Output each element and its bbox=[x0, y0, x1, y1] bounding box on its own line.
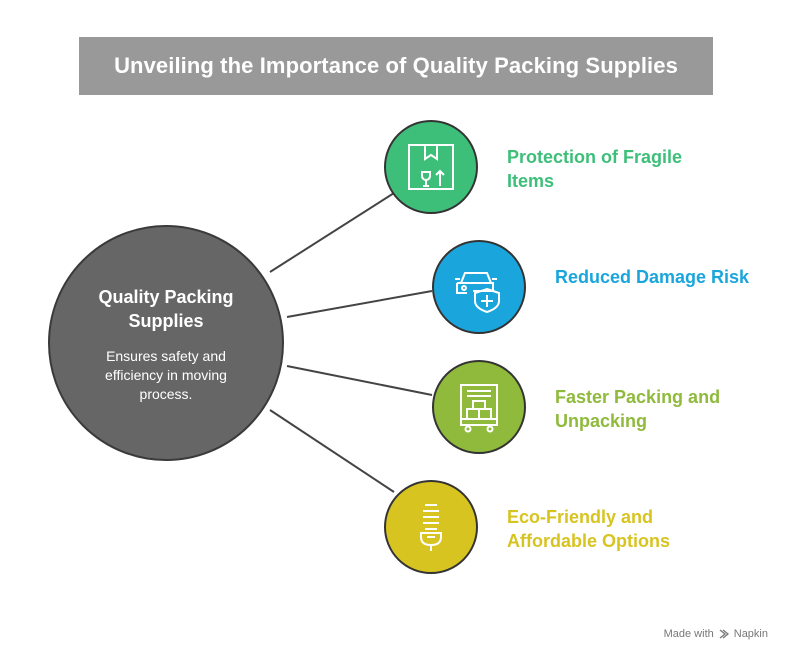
node-damage bbox=[432, 240, 526, 334]
connector-2 bbox=[286, 290, 433, 318]
eco-bulb-icon bbox=[420, 504, 442, 551]
connector-1 bbox=[269, 192, 395, 273]
connector-3 bbox=[286, 365, 433, 396]
label-damage: Reduced Damage Risk bbox=[555, 267, 750, 287]
car-shield-icon bbox=[455, 272, 500, 313]
hub-circle: Quality Packing Supplies Ensures safety … bbox=[48, 225, 284, 461]
node-packing bbox=[432, 360, 526, 454]
hub-description: Ensures safety and efficiency in moving … bbox=[105, 348, 227, 402]
packing-cart-icon bbox=[460, 384, 498, 433]
page-title: Unveiling the Importance of Quality Pack… bbox=[114, 53, 678, 78]
label-packing: Faster Packing and Unpacking bbox=[555, 387, 721, 431]
label-protection: Protection of Fragile Items bbox=[507, 147, 683, 191]
footer: Made with Napkin bbox=[664, 628, 768, 640]
footer-prefix: Made with bbox=[663, 628, 714, 640]
fragile-box-icon bbox=[408, 144, 454, 190]
connector-4 bbox=[269, 409, 395, 493]
label-eco: Eco-Friendly and Affordable Options bbox=[507, 507, 670, 551]
hub-title: Quality Packing Supplies bbox=[98, 287, 234, 331]
title-bar: Unveiling the Importance of Quality Pack… bbox=[79, 37, 713, 95]
footer-brand: Napkin bbox=[733, 628, 768, 640]
node-eco bbox=[384, 480, 478, 574]
napkin-logo-icon bbox=[719, 629, 729, 639]
node-protection bbox=[384, 120, 478, 214]
